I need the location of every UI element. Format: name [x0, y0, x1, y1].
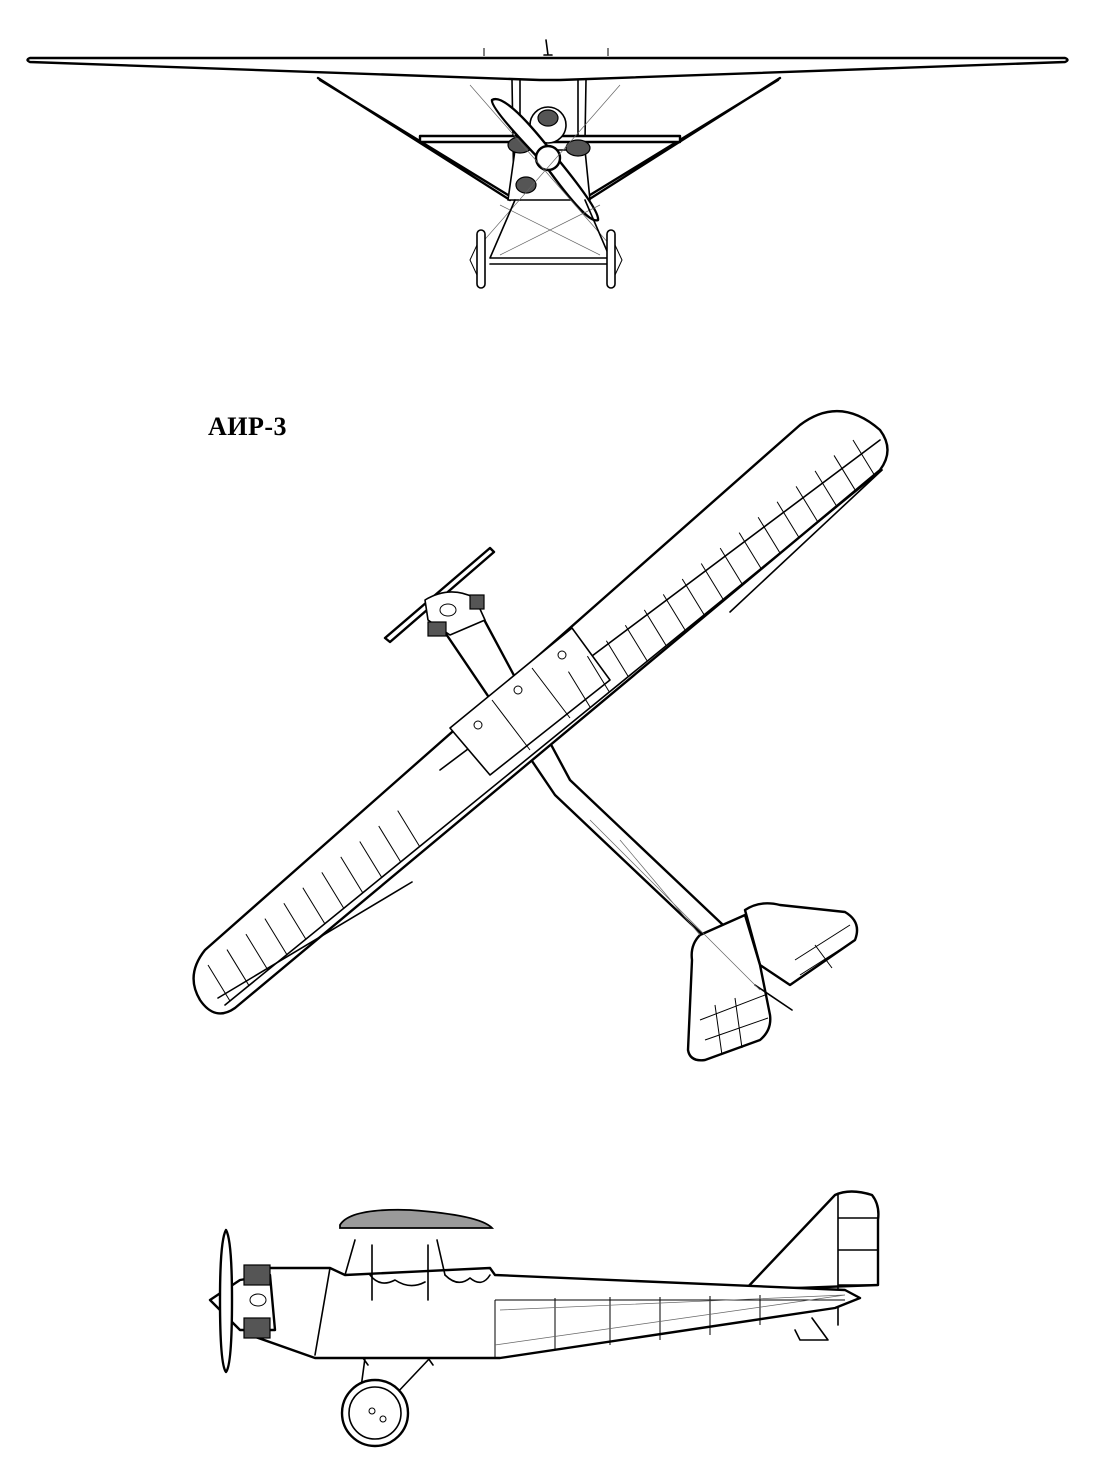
side-view: [208, 1190, 880, 1448]
top-wing-trailing-line: [224, 469, 883, 1006]
top-tailplane-right: [743, 902, 859, 987]
front-bracing: [469, 84, 621, 256]
wing-rib: [340, 856, 364, 894]
front-cylinder-top: [537, 109, 559, 127]
top-tail-bracing: [589, 819, 761, 991]
top-elevator-ribs: [699, 924, 856, 1056]
side-fin: [743, 1190, 880, 1292]
top-centre-panels: [491, 667, 571, 751]
side-undercarriage: [359, 1357, 434, 1396]
wing-rib: [738, 532, 762, 569]
side-rudder-ribs: [837, 1194, 879, 1326]
top-wing-ribs: [207, 439, 883, 1002]
front-wheel-hubs: [469, 244, 623, 276]
side-tail-skid: [794, 1317, 829, 1341]
top-fuel-cap-2: [513, 685, 523, 695]
front-spinner: [534, 144, 562, 172]
wing-rib: [833, 455, 857, 492]
side-tail-bracing: [494, 1294, 846, 1346]
wing-rib: [776, 501, 800, 539]
side-wheel: [340, 1378, 410, 1448]
wing-rib: [397, 810, 421, 847]
top-centre-section: [449, 627, 611, 776]
wing-rib: [795, 486, 819, 523]
front-undercarriage: [489, 199, 611, 265]
wing-rib: [586, 655, 610, 693]
wing-rib: [662, 594, 686, 631]
top-cylinder-right: [469, 594, 485, 610]
front-wing-marks: [483, 48, 609, 56]
front-strut-left: [316, 76, 512, 202]
top-fuel-cap-1: [473, 720, 483, 730]
side-wheel-hub-2: [379, 1415, 387, 1423]
front-cylinder-lower: [515, 176, 537, 194]
front-wheel-right: [606, 229, 616, 289]
front-cylinder-right: [565, 139, 591, 157]
wing-rib: [207, 964, 231, 1002]
side-propeller: [218, 1228, 234, 1374]
side-engine-hub: [249, 1293, 267, 1307]
top-fuel-cap-3: [557, 650, 567, 660]
wing-rib: [359, 841, 383, 878]
wing-rib: [245, 933, 269, 971]
front-strut-right: [586, 76, 782, 202]
wing-rib: [757, 516, 781, 554]
wing-rib: [264, 918, 288, 955]
aileron-line: [217, 881, 413, 999]
front-wheel-left: [476, 229, 486, 289]
side-cockpits: [369, 1274, 491, 1287]
side-cylinder-top: [243, 1264, 271, 1286]
wing-rib: [852, 439, 876, 477]
wing-rib: [302, 887, 326, 925]
front-fin-tip: [543, 39, 553, 56]
top-spinner: [439, 603, 457, 617]
side-wheel-hub: [368, 1407, 376, 1415]
front-view: [26, 39, 1069, 289]
side-wing-section: [339, 1208, 495, 1229]
side-fuselage-bays: [494, 1295, 845, 1358]
top-cylinder-left: [427, 621, 447, 637]
aircraft-title: АИР-3: [208, 412, 288, 441]
top-view: [192, 410, 889, 1062]
front-wing: [26, 56, 1069, 82]
wing-rib: [283, 902, 307, 940]
side-cylinder-bottom: [243, 1317, 271, 1339]
side-wheel-rim: [348, 1386, 402, 1440]
wing-rib: [226, 949, 250, 986]
aileron-line: [729, 469, 883, 613]
wing-rib: [605, 640, 629, 677]
top-rudder: [754, 984, 793, 1011]
wing-rib: [700, 563, 724, 600]
wing-rib: [378, 825, 402, 863]
wing-rib: [321, 872, 345, 909]
wing-rib: [681, 578, 705, 616]
wing-rib: [568, 671, 591, 708]
wing-rib: [624, 625, 648, 662]
wing-rib: [643, 609, 667, 647]
wing-rib: [719, 547, 743, 585]
wing-rib: [814, 470, 838, 508]
side-struts: [314, 1239, 446, 1356]
